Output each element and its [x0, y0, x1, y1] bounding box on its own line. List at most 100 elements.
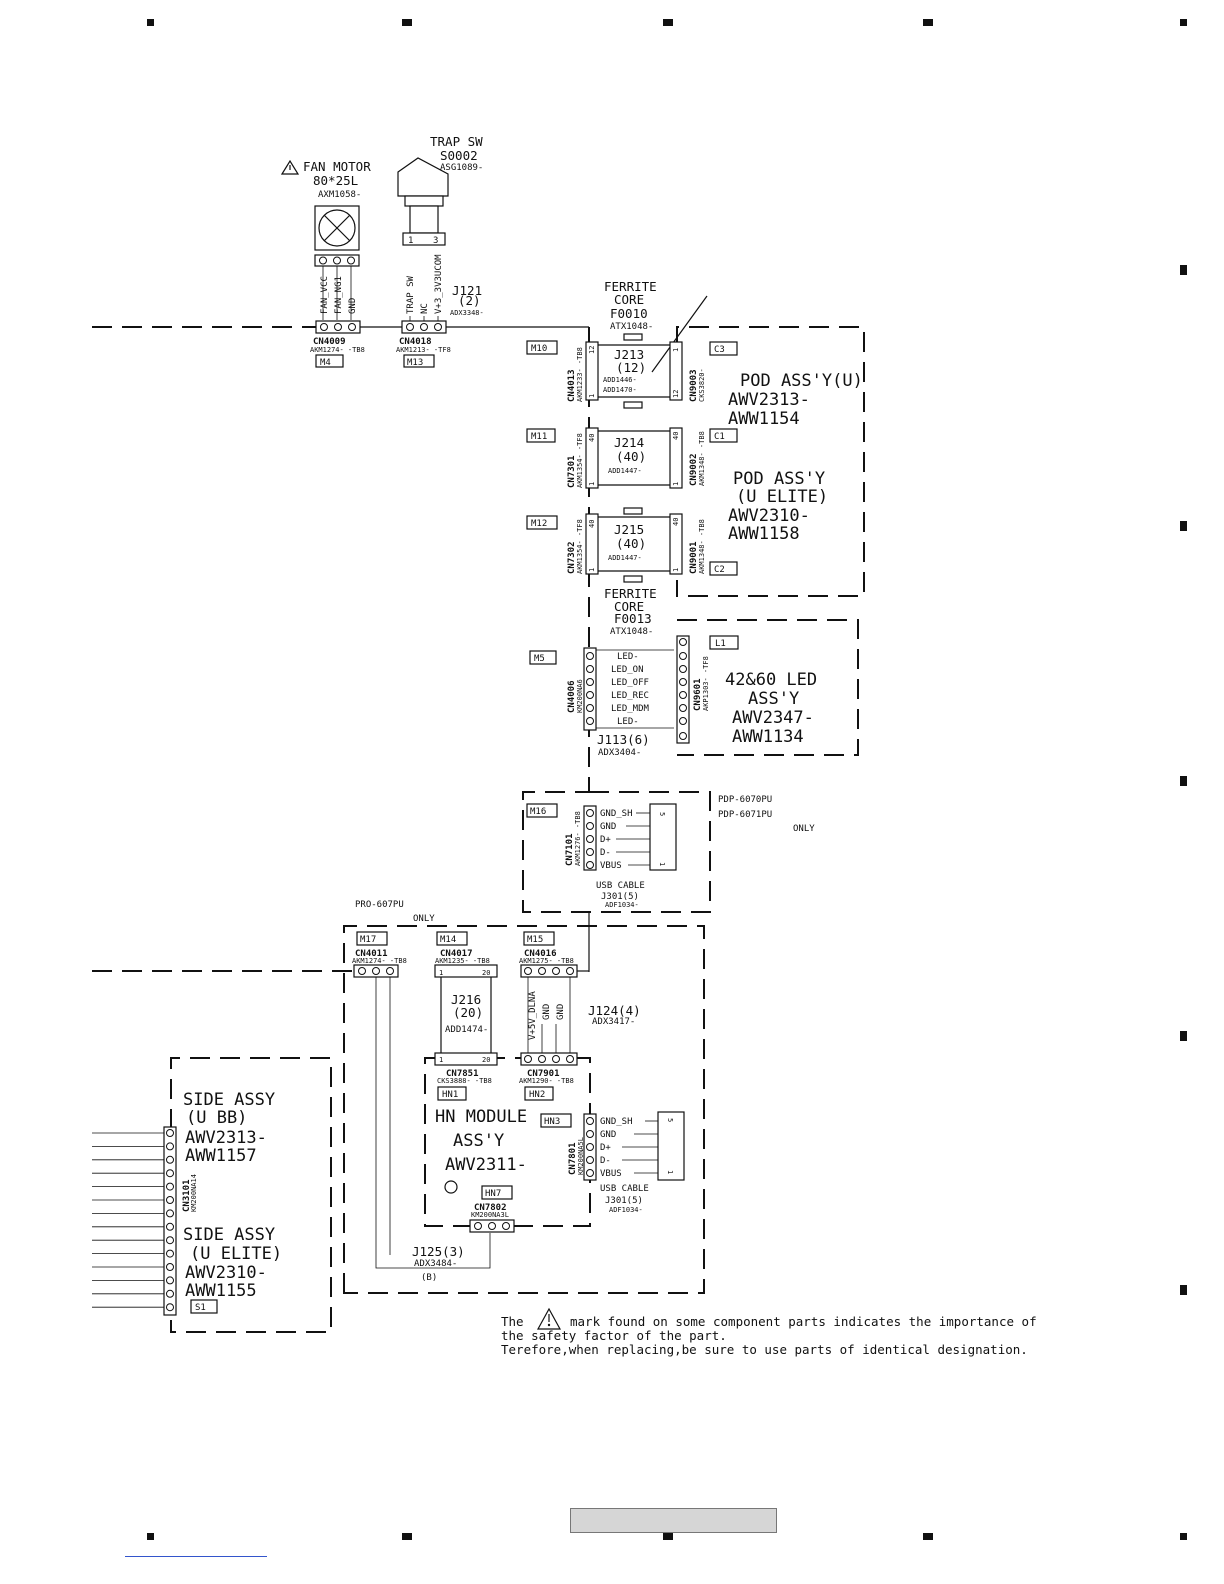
cn4011-connector: M17 CN4011 AKM1274- -TB8 [352, 931, 407, 978]
svg-text:5: 5 [666, 1118, 674, 1122]
side-assy-connector: CN3101 KM200NA14 S1 [92, 1126, 218, 1316]
svg-text:CN4009: CN4009 [313, 337, 346, 347]
cn7802-connector: HN7 CN7802 KM200NA3L [469, 1185, 515, 1233]
svg-text:FERRITE: FERRITE [604, 279, 657, 294]
svg-text:(B): (B) [421, 1273, 437, 1283]
svg-text:CN4011: CN4011 [355, 949, 388, 959]
svg-text:CN7851: CN7851 [446, 1069, 479, 1079]
svg-text:USB CABLE: USB CABLE [600, 1184, 649, 1194]
svg-text:AWV2347-: AWV2347- [732, 708, 814, 728]
fan-size: 80*25L [313, 173, 358, 188]
svg-text:1: 1 [588, 482, 596, 486]
cn7901-connector: CN7901 AKM1290- -TB8 HN2 [519, 1052, 578, 1101]
svg-text:(12): (12) [616, 360, 646, 375]
board-tag-m15: M15 [527, 935, 543, 945]
svg-text:CORE: CORE [614, 292, 644, 307]
fan-pin-2: FAN_NG1 [334, 276, 344, 314]
led-harness: M5 CN4006 KM200NA6 LED- LED_ON LED_OFF L… [529, 635, 739, 758]
svg-text:J113(6): J113(6) [597, 732, 650, 747]
svg-text:KM200NA6: KM200NA6 [576, 679, 584, 713]
svg-text:J121: J121 [452, 283, 482, 298]
bottom-link-underline[interactable] [125, 1556, 267, 1557]
svg-text:1: 1 [672, 568, 680, 572]
board-tag-hn7: HN7 [485, 1189, 501, 1199]
svg-text:AKM1274- -TB8: AKM1274- -TB8 [352, 957, 407, 965]
svg-text:AKM1233- -TB8: AKM1233- -TB8 [576, 347, 584, 402]
svg-text:AWW1134: AWW1134 [732, 727, 804, 747]
svg-text:USB CABLE: USB CABLE [596, 881, 645, 891]
svg-text:SIDE ASSY: SIDE ASSY [183, 1225, 275, 1245]
trap-switch: TRAP SW S0002 ASG1089- 1 3 TRAP SW NC V+… [397, 134, 483, 321]
svg-text:SIDE ASSY: SIDE ASSY [183, 1090, 275, 1110]
svg-text:VBUS: VBUS [600, 1169, 622, 1179]
fan-title: FAN MOTOR [303, 159, 371, 174]
board-tag-c3: C3 [714, 345, 725, 355]
svg-text:CN3101: CN3101 [182, 1179, 192, 1212]
svg-text:AWV2311-: AWV2311- [445, 1155, 527, 1175]
svg-text:1: 1 [588, 394, 596, 398]
j215-harness: M12 CN7302 AKM1354- -TF8 40 1 J215 (40) … [526, 507, 738, 583]
svg-text:ADF1034-: ADF1034- [609, 1206, 643, 1214]
svg-text:1: 1 [672, 348, 680, 352]
svg-text:LED_MDM: LED_MDM [611, 704, 650, 714]
svg-text:(2): (2) [458, 293, 481, 308]
board-tag-m12: M12 [531, 519, 547, 529]
svg-text:AWW1157: AWW1157 [185, 1146, 257, 1166]
trap-pin-right: 3 [433, 236, 438, 246]
svg-text:42&60 LED: 42&60 LED [725, 670, 817, 690]
warning-triangle-icon [280, 159, 300, 175]
svg-text:AKM1235- -TB8: AKM1235- -TB8 [435, 957, 490, 965]
board-tag-m14: M14 [440, 935, 456, 945]
svg-text:POD ASS'Y(U): POD ASS'Y(U) [740, 371, 863, 391]
board-tag-hn1: HN1 [442, 1090, 458, 1100]
svg-text:AWW1154: AWW1154 [728, 409, 800, 429]
svg-text:5: 5 [658, 812, 666, 816]
svg-text:CN9001: CN9001 [689, 541, 699, 574]
cn4009-connector: CN4009 AKM1274- -TB8 M4 [310, 320, 365, 368]
svg-text:AKP1303- -TF8: AKP1303- -TF8 [702, 656, 710, 711]
registration-marks [147, 19, 1187, 1540]
board-tag-m10: M10 [531, 344, 547, 354]
switch-icon [397, 157, 449, 197]
svg-text:12: 12 [672, 390, 680, 398]
side-pin [166, 1142, 174, 1151]
hn-module-label: HN MODULE ASS'Y AWV2311- [435, 1107, 527, 1194]
svg-text:mark found on some component p: mark found on some component parts indic… [570, 1314, 1037, 1329]
svg-text:AKM1213- -TF8: AKM1213- -TF8 [396, 346, 451, 354]
cn4016-connector: M15 CN4016 AKM1275- -TB8 [519, 931, 578, 978]
board-tag-c1: C1 [714, 432, 725, 442]
svg-text:(U ELITE): (U ELITE) [190, 1244, 282, 1264]
side-assy-u-elite-label: SIDE ASSY (U ELITE) AWV2310- AWW1155 [183, 1225, 282, 1301]
pod-assy-u-label: POD ASS'Y(U) AWV2313- AWW1154 [728, 371, 863, 429]
svg-text:AWV2310-: AWV2310- [185, 1263, 267, 1283]
svg-text:D+: D+ [600, 1143, 611, 1153]
svg-text:GND: GND [542, 1004, 552, 1020]
svg-text:ONLY: ONLY [793, 824, 815, 834]
svg-text:J301(5): J301(5) [605, 1196, 643, 1206]
svg-text:LED_ON: LED_ON [611, 665, 644, 675]
svg-text:ADX3417-: ADX3417- [592, 1017, 635, 1027]
svg-text:CORE: CORE [614, 599, 644, 614]
svg-text:AKM1354- -TF8: AKM1354- -TF8 [576, 433, 584, 488]
usb-bottom-harness: HN3 CN7801 KM200NA5L GND_SH GND D+ D- VB… [540, 1111, 685, 1214]
svg-text:D-: D- [600, 848, 611, 858]
side-pin [166, 1303, 174, 1312]
trap-pin-1: TRAP SW [406, 275, 416, 314]
trap-pin-left: 1 [408, 236, 413, 246]
svg-text:PRO-607PU: PRO-607PU [355, 900, 404, 910]
svg-text:F0013: F0013 [614, 611, 652, 626]
svg-text:ADD1474-: ADD1474- [445, 1025, 488, 1035]
side-assy-u-bb-label: SIDE ASSY (U BB) AWV2313- AWW1157 [183, 1090, 275, 1166]
svg-text:J301(5): J301(5) [601, 892, 639, 902]
svg-text:PDP-6070PU: PDP-6070PU [718, 795, 772, 805]
svg-text:1: 1 [588, 568, 596, 572]
board-tag-m5: M5 [534, 654, 545, 664]
side-pin [166, 1196, 174, 1204]
svg-text:CN4017: CN4017 [440, 949, 473, 959]
side-pin [166, 1209, 174, 1218]
svg-text:GND_SH: GND_SH [600, 1117, 633, 1127]
svg-text:GND_SH: GND_SH [600, 809, 633, 819]
led-boundary [677, 619, 859, 756]
side-pin [166, 1129, 174, 1137]
